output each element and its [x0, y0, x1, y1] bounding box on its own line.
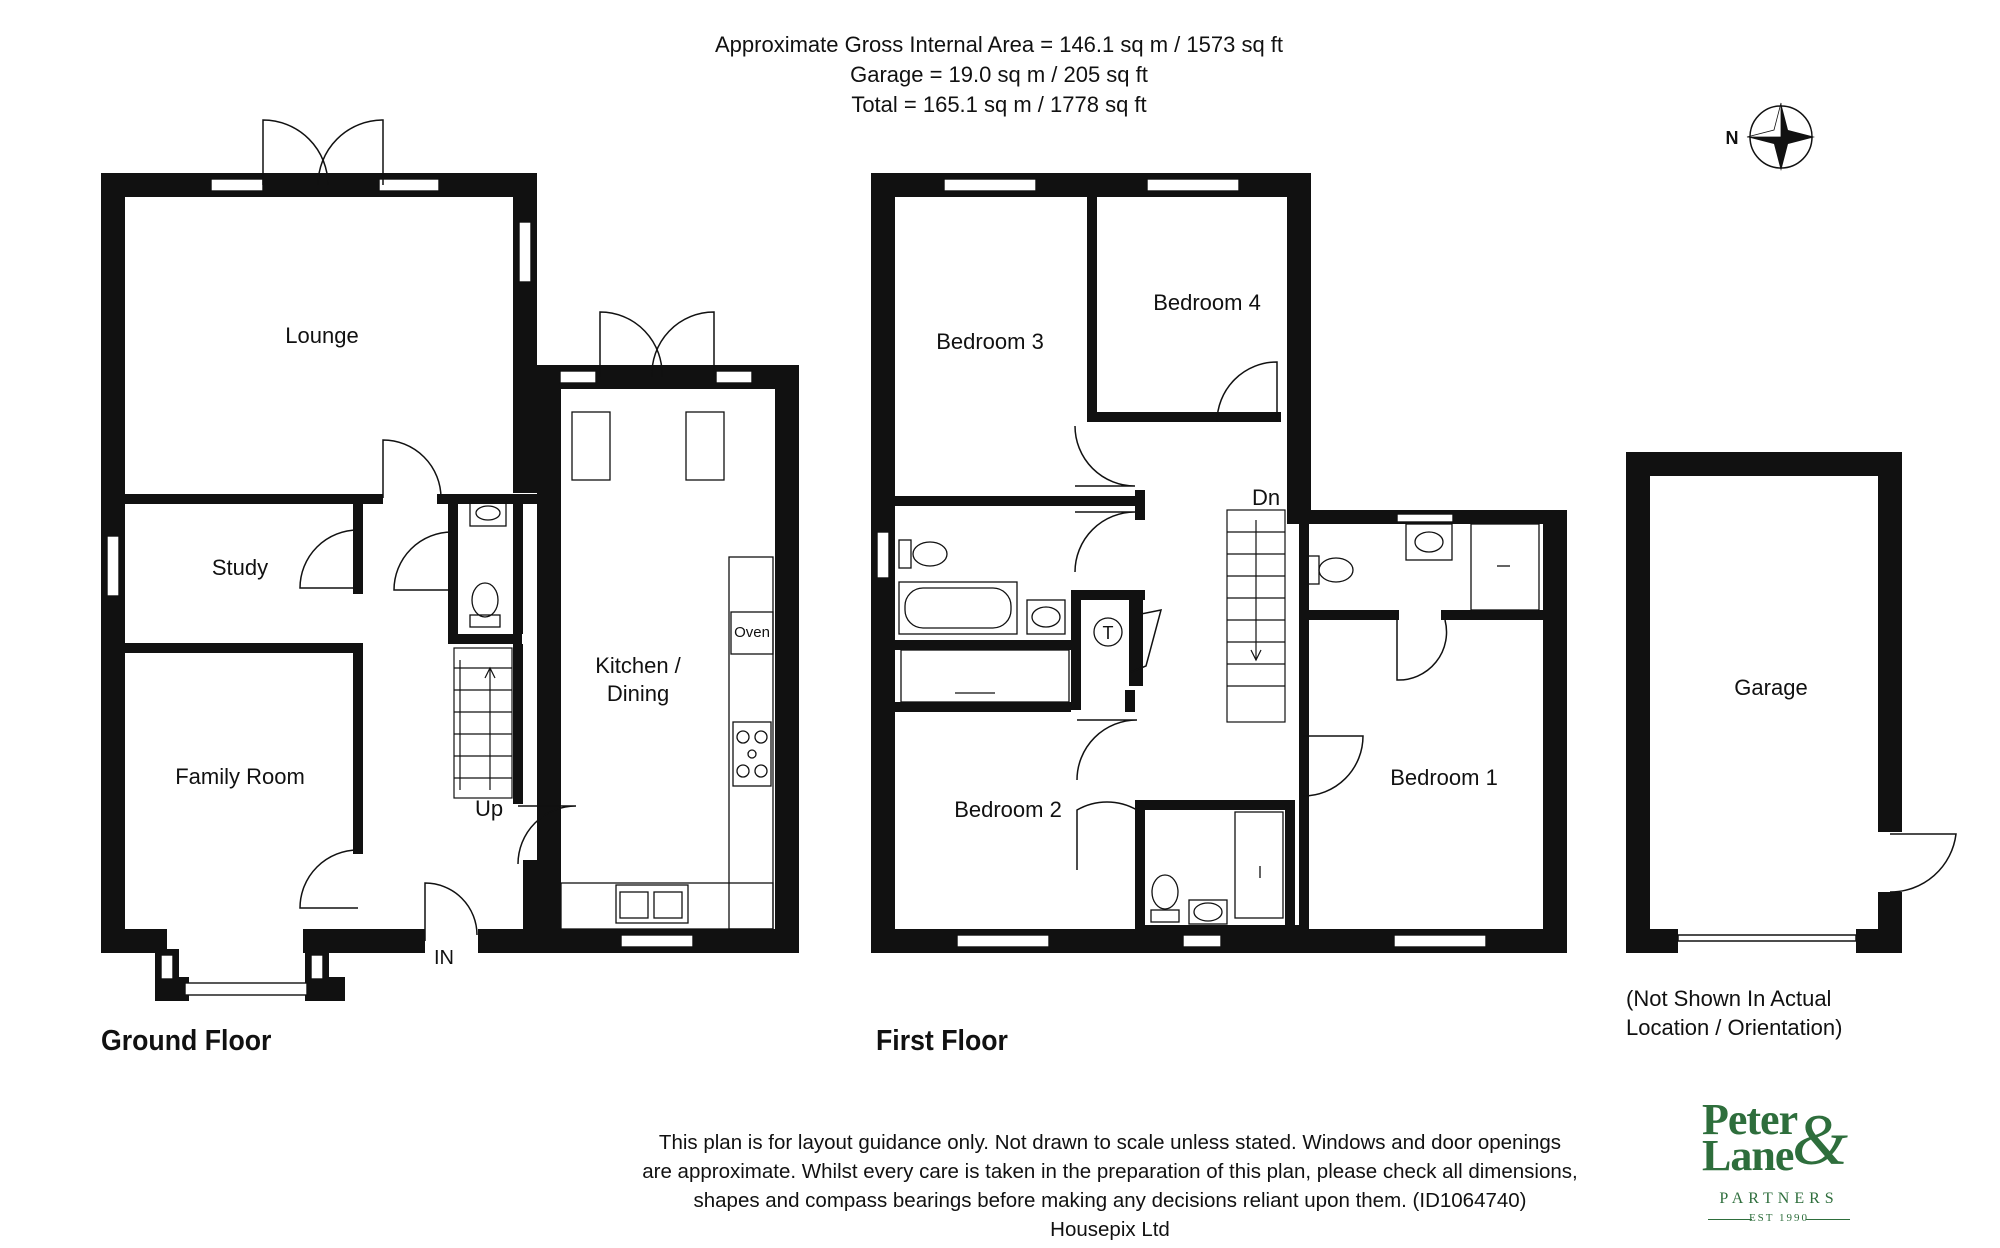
room-kitchen-line1: Kitchen / — [595, 653, 681, 678]
first-stairs — [1226, 509, 1286, 723]
disclaimer-line1: This plan is for layout guidance only. N… — [658, 1131, 1562, 1154]
garage-note-line1: (Not Shown In Actual — [1626, 986, 1832, 1011]
label-up: Up — [475, 796, 503, 821]
room-bedroom-3: Bedroom 3 — [936, 329, 1044, 354]
area-summary: Approximate Gross Internal Area = 146.1 … — [0, 30, 1998, 120]
first-floor-plan — [871, 173, 1567, 953]
garage-note: (Not Shown In Actual Location / Orientat… — [1626, 984, 1842, 1042]
first-fittings — [898, 523, 1540, 925]
ground-labels: Lounge Study Family Room Kitchen / Dinin… — [175, 323, 770, 969]
logo-rule-right — [1806, 1219, 1850, 1220]
logo-word-lane: Lane — [1702, 1131, 1794, 1180]
room-family-room: Family Room — [175, 764, 305, 789]
kitchen-fittings — [469, 411, 774, 930]
disclaimer-line2: are approximate. Whilst every care is ta… — [642, 1160, 1578, 1183]
disclaimer-line3: shapes and compass bearings before makin… — [693, 1189, 1527, 1212]
logo-rule-left — [1708, 1219, 1752, 1220]
area-garage: Garage = 19.0 sq m / 205 sq ft — [850, 62, 1148, 87]
label-oven: Oven — [734, 624, 770, 641]
label-tank: T — [1103, 623, 1114, 643]
ground-floor-plan — [101, 173, 799, 1001]
room-kitchen-line2: Dining — [607, 681, 669, 706]
label-in: IN — [434, 947, 454, 969]
room-bedroom-2: Bedroom 2 — [954, 797, 1062, 822]
room-bedroom-4: Bedroom 4 — [1153, 290, 1261, 315]
disclaimer-line4: Housepix Ltd — [1050, 1218, 1170, 1241]
area-total: Total = 165.1 sq m / 1778 sq ft — [851, 92, 1147, 117]
room-study: Study — [212, 555, 268, 580]
ground-stairs — [453, 647, 513, 799]
room-garage: Garage — [1734, 675, 1807, 700]
first-doors — [1074, 361, 1448, 870]
garage-door — [1677, 833, 1957, 942]
room-lounge: Lounge — [285, 323, 358, 348]
garage-plan — [1626, 452, 1902, 953]
logo-est: EST 1990 — [1748, 1212, 1810, 1224]
area-gross-internal: Approximate Gross Internal Area = 146.1 … — [714, 32, 1284, 57]
ground-floor-title: Ground Floor — [101, 1025, 272, 1057]
ground-windows — [106, 178, 753, 996]
garage-note-line2: Location / Orientation) — [1626, 1015, 1843, 1040]
compass-rose-icon — [1746, 102, 1815, 171]
logo-ampersand: & — [1792, 1100, 1849, 1180]
first-floor-title: First Floor — [876, 1025, 1008, 1057]
compass-north-label: N — [1726, 128, 1739, 148]
label-dn: Dn — [1252, 485, 1280, 510]
logo-word-peter: Peter — [1702, 1095, 1798, 1144]
ground-doors — [262, 119, 715, 941]
first-labels: Bedroom 3 Bedroom 4 Bedroom 2 Bedroom 1 … — [936, 290, 1498, 822]
peter-lane-logo: Peter Lane & PARTNERS EST 1990 — [1700, 1098, 1860, 1238]
first-windows — [876, 178, 1487, 948]
logo-partners: PARTNERS — [1719, 1190, 1839, 1207]
disclaimer: This plan is for layout guidance only. N… — [560, 1128, 1660, 1244]
room-bedroom-1: Bedroom 1 — [1390, 765, 1498, 790]
